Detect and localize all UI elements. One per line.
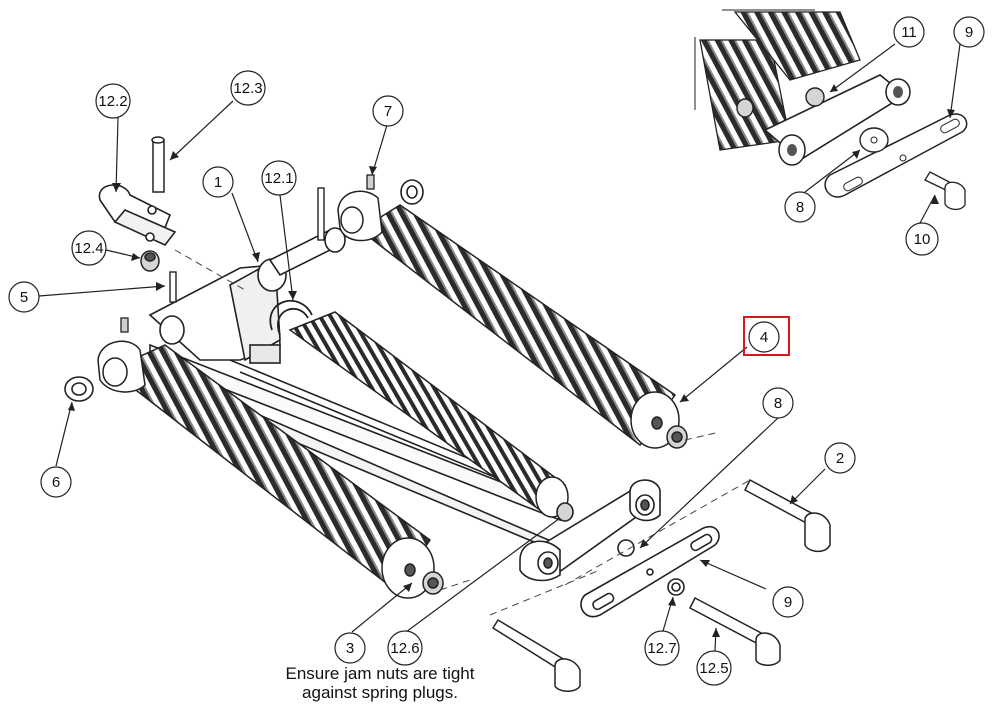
svg-text:1: 1 [214, 174, 222, 191]
clip-nut [140, 250, 160, 272]
callout-5: 5 [8, 281, 40, 313]
clip-bolt [151, 136, 165, 193]
callout-12-6: 12.6 [387, 630, 423, 666]
jam-nut [422, 425, 688, 595]
callout-12-4: 12.4 [71, 230, 107, 266]
svg-text:12.1: 12.1 [264, 170, 293, 187]
bolt [491, 478, 831, 692]
callout-12-7: 12.7 [644, 630, 680, 666]
note-line-2: against spring plugs. [302, 683, 458, 702]
clip-bracket [98, 184, 177, 246]
frame-rails [149, 343, 567, 557]
callout-12-3: 12.3 [230, 70, 266, 106]
callout-8-inset: 8 [784, 191, 816, 223]
callout-12-1: 12.1 [261, 160, 297, 196]
callout-1: 1 [202, 166, 234, 198]
svg-text:12.2: 12.2 [98, 93, 127, 110]
svg-text:12.4: 12.4 [74, 240, 103, 257]
callout-12-2: 12.2 [95, 83, 131, 119]
spring-clip [269, 299, 313, 336]
spring-right [337, 190, 680, 449]
svg-text:9: 9 [965, 24, 973, 41]
grease-fitting [120, 174, 375, 333]
callout-3: 3 [334, 632, 366, 664]
svg-text:9: 9 [784, 594, 792, 611]
callout-7: 7 [372, 95, 404, 127]
svg-text:5: 5 [20, 289, 28, 306]
callout-6: 6 [40, 466, 72, 498]
svg-text:3: 3 [346, 640, 354, 657]
svg-text:7: 7 [384, 103, 392, 120]
svg-text:6: 6 [52, 474, 60, 491]
svg-text:12.3: 12.3 [233, 80, 262, 97]
svg-text:2: 2 [836, 450, 844, 467]
callout-9-inset: 9 [953, 16, 985, 48]
svg-text:11: 11 [901, 24, 917, 41]
callout-8: 8 [762, 387, 794, 419]
spring-middle [288, 311, 569, 518]
mounting-bracket [148, 227, 346, 364]
alignment-lines [174, 249, 751, 616]
svg-text:4: 4 [760, 329, 768, 346]
svg-text:8: 8 [796, 199, 804, 216]
callout-11: 11 [893, 16, 925, 48]
washer [64, 179, 424, 402]
svg-text:8: 8 [774, 395, 782, 412]
callout-4: 4 [743, 316, 790, 356]
spring-left [97, 340, 435, 599]
callout-2: 2 [824, 442, 856, 474]
svg-text:12.5: 12.5 [699, 660, 728, 677]
callout-9: 9 [772, 586, 804, 618]
inset-detail [694, 9, 968, 211]
note-line-1: Ensure jam nuts are tight [285, 664, 475, 683]
callout-10: 10 [905, 222, 939, 256]
link-plate [580, 525, 720, 618]
svg-text:12.6: 12.6 [390, 640, 419, 657]
svg-text:12.7: 12.7 [647, 640, 676, 657]
callout-12-5: 12.5 [696, 650, 732, 686]
end-link-assembly [519, 479, 662, 582]
assembly-note: Ensure jam nuts are tight against spring… [0, 664, 760, 702]
leader-arrows [68, 84, 955, 637]
svg-text:10: 10 [914, 231, 931, 248]
pin [169, 187, 325, 303]
